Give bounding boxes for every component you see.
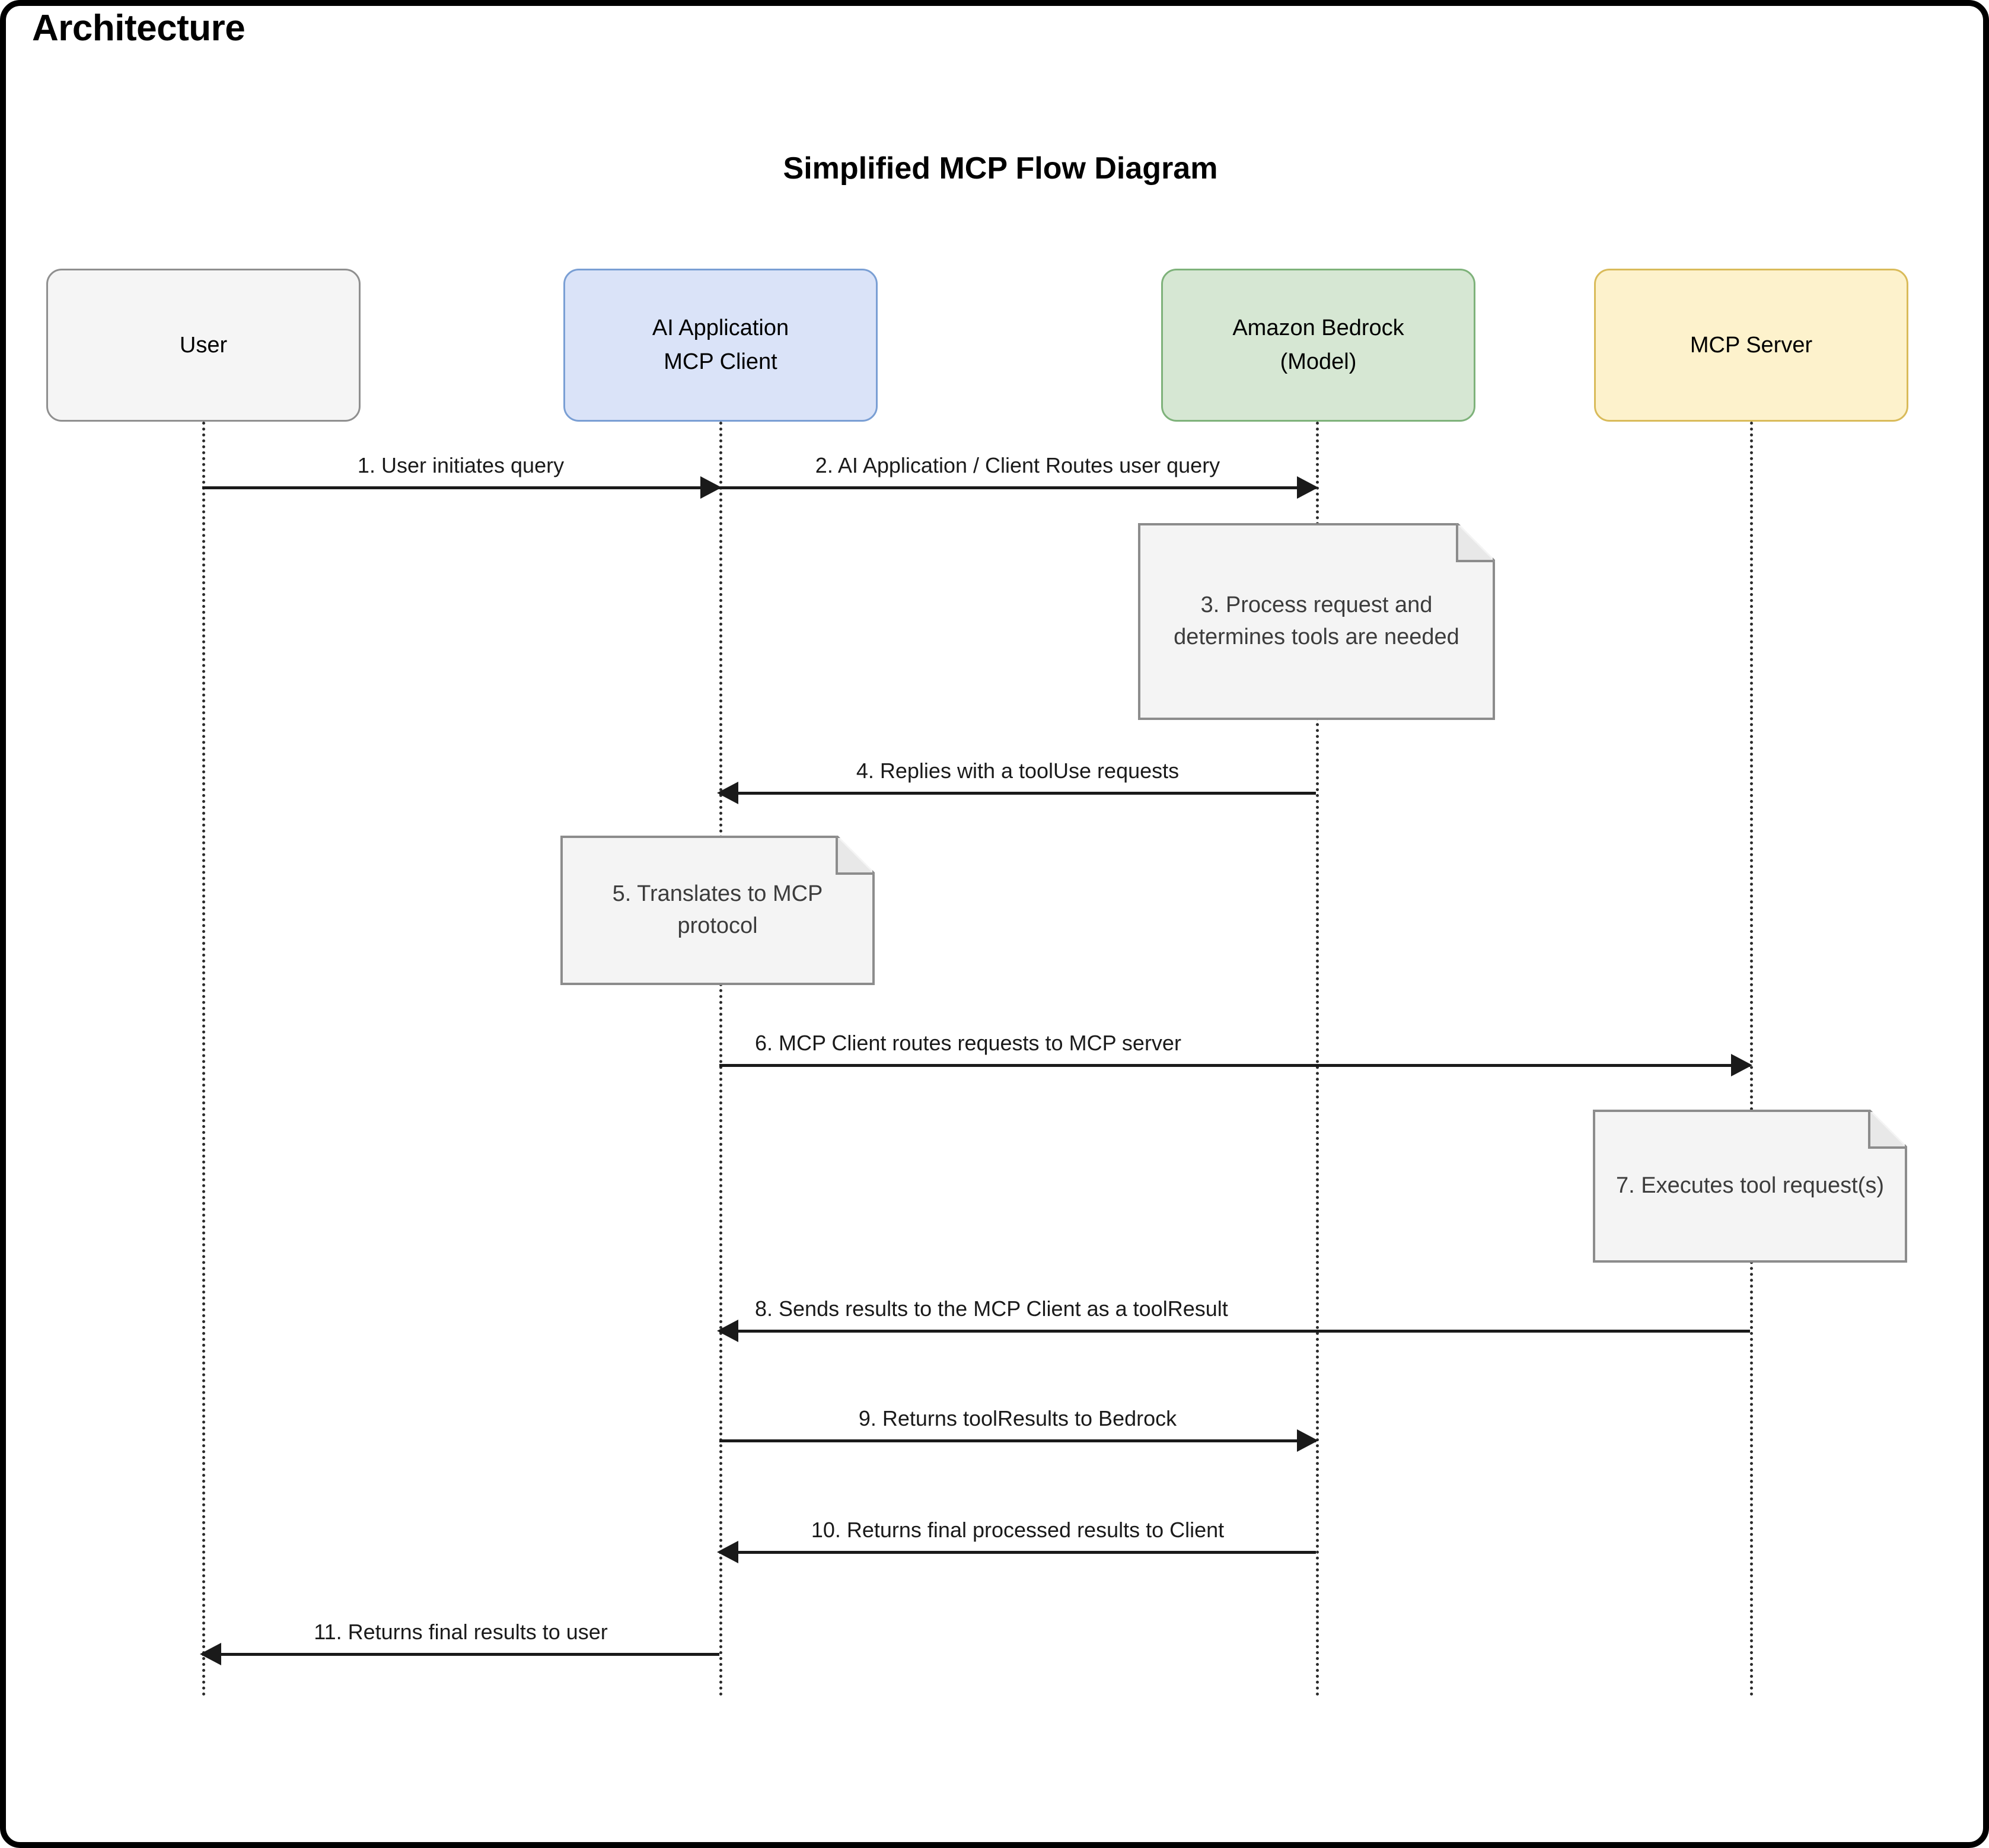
participant-label-line1: MCP Server (1690, 332, 1813, 358)
note-5-translates-to-mcp[interactable]: 5. Translates to MCP protocol (560, 835, 875, 985)
participant-box-bedrock[interactable]: Amazon Bedrock (Model) (1161, 269, 1475, 422)
participant-box-mcp-server[interactable]: MCP Server (1594, 269, 1908, 422)
lifeline-bedrock (1316, 422, 1319, 1697)
arrow-shaft (719, 1064, 1750, 1067)
arrow-head-icon (1297, 1429, 1318, 1452)
message-label: 4. Replies with a toolUse requests (856, 759, 1180, 783)
arrow-shaft (719, 792, 1316, 795)
note-text: 7. Executes tool request(s) (1616, 1173, 1884, 1199)
arrow-shaft (719, 1439, 1316, 1442)
message-label: 6. MCP Client routes requests to MCP ser… (755, 1031, 1181, 1055)
arrow-shaft (719, 486, 1316, 489)
arrow-shaft (202, 486, 719, 489)
lifeline-mcp-client (719, 422, 722, 1697)
participant-label-line1: Amazon Bedrock (1232, 316, 1404, 340)
note-text: 5. Translates to MCP protocol (612, 881, 823, 938)
arrow-shaft (202, 1653, 719, 1656)
arrow-shaft (719, 1551, 1316, 1554)
message-label: 8. Sends results to the MCP Client as a … (755, 1296, 1228, 1321)
diagram-title: Simplified MCP Flow Diagram (783, 151, 1218, 186)
participant-box-user[interactable]: User (46, 269, 361, 422)
arrow-head-icon (717, 1541, 738, 1563)
message-label: 9. Returns toolResults to Bedrock (858, 1406, 1177, 1430)
arrow-head-icon (717, 1320, 738, 1342)
note-7-executes-tool-request[interactable]: 7. Executes tool request(s) (1593, 1109, 1908, 1263)
arrow-head-icon (717, 782, 738, 804)
note-3-process-request[interactable]: 3. Process request and determines tools … (1138, 522, 1496, 720)
note-text: 3. Process request and determines tools … (1174, 592, 1459, 649)
participant-label-line1: AI Application (652, 316, 789, 340)
lifeline-user (202, 422, 205, 1697)
participant-label-line1: User (179, 332, 228, 358)
participant-label-line2: MCP Client (664, 349, 777, 374)
participant-box-mcp-client[interactable]: AI Application MCP Client (563, 269, 878, 422)
arrow-head-icon (700, 476, 722, 499)
arrow-head-icon (1297, 476, 1318, 499)
arrow-shaft (719, 1330, 1750, 1333)
message-label: 1. User initiates query (357, 453, 565, 477)
message-label: 2. AI Application / Client Routes user q… (815, 453, 1220, 477)
arrow-head-icon (200, 1643, 221, 1665)
message-label: 10. Returns final processed results to C… (811, 1518, 1225, 1542)
participant-label-line2: (Model) (1280, 349, 1357, 374)
page-title: Architecture (32, 8, 246, 49)
message-label: 11. Returns final results to user (314, 1620, 608, 1644)
arrow-head-icon (1731, 1054, 1752, 1076)
